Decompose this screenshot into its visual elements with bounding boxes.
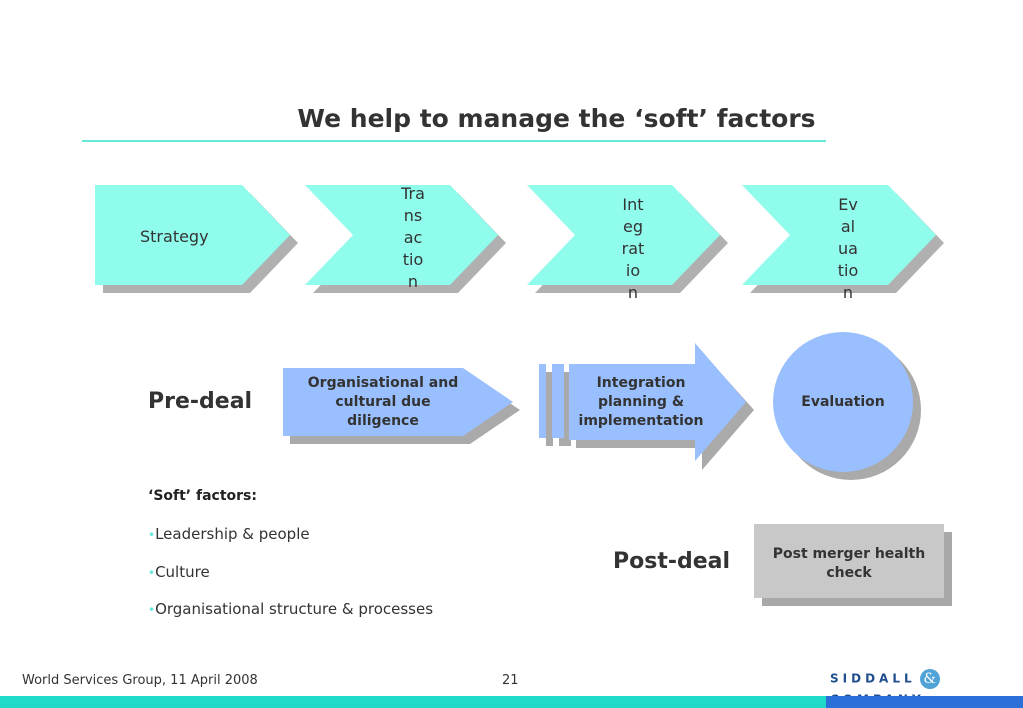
due-diligence-arrow [283, 368, 513, 436]
soft-factor-item: •Leadership & people [148, 525, 310, 543]
page-number: 21 [502, 673, 519, 688]
integration-stripe-2 [552, 364, 564, 438]
integration-stripe-1 [539, 364, 546, 438]
integration-stripe-1-shadow [546, 372, 553, 446]
slide-title: We help to manage the ‘soft’ factors [297, 104, 816, 133]
bullet-icon: • [148, 528, 156, 542]
bullet-icon: • [148, 566, 156, 580]
phase-label-strategy: Strategy [140, 227, 209, 246]
company-logo: SIDDALL&COMPANY [830, 668, 1023, 706]
soft-factor-item: •Organisational structure & processes [148, 600, 434, 618]
phase-label-evaluation: Evaluation [837, 195, 859, 302]
pre-deal-label: Pre-deal [148, 389, 253, 414]
soft-factors-heading: ‘Soft’ factors: [148, 488, 257, 504]
title-underline [82, 140, 826, 142]
bullet-icon: • [148, 603, 156, 617]
phase-label-integration: Integration [621, 195, 645, 302]
chevron-integration [527, 185, 720, 285]
phase-label-transaction: Transaction [401, 184, 425, 291]
soft-factor-item: •Culture [148, 563, 210, 581]
post-merger-box [754, 524, 944, 598]
evaluation-circle-label: Evaluation [801, 394, 885, 410]
evaluation-circle [773, 332, 913, 472]
integration-planning-label: Integration planning & implementation [578, 375, 704, 429]
footer-bar-teal [0, 696, 826, 708]
post-deal-label: Post-deal [613, 549, 731, 574]
post-merger-label: Post merger health check [772, 546, 926, 581]
chevron-strategy [95, 185, 290, 285]
due-diligence-label: Organisational and cultural due diligenc… [307, 375, 459, 429]
footer-text: World Services Group, 11 April 2008 [22, 673, 258, 688]
chevron-evaluation [742, 185, 936, 285]
integration-arrow [569, 343, 746, 461]
logo-word-left: SIDDALL [830, 671, 916, 686]
logo-ampersand-icon: & [919, 668, 940, 689]
footer-bar-blue [826, 696, 1023, 708]
chevron-transaction [305, 185, 498, 285]
